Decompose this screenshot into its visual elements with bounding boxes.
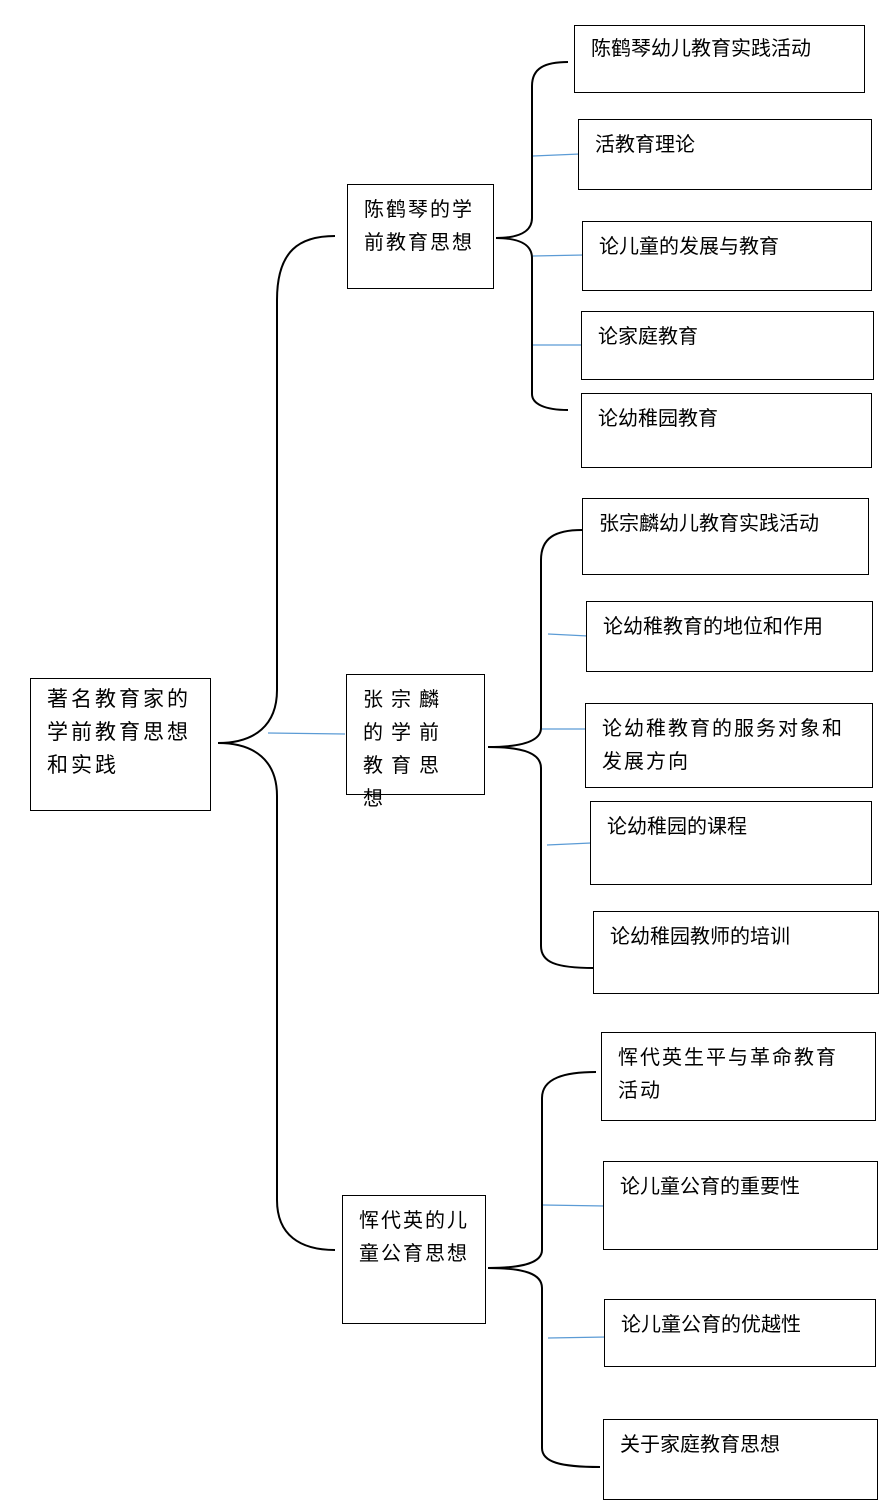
- branch-node-chen-heqin: 陈鹤琴的学前教育思想: [347, 184, 494, 289]
- leaf-node: 恽代英生平与革命教育活动: [601, 1032, 876, 1121]
- leaf-node: 论儿童公育的重要性: [603, 1161, 878, 1250]
- leaf-node: 活教育理论: [578, 119, 872, 190]
- branch-1-connector-2: [532, 153, 581, 157]
- leaf-node: 论幼稚园的课程: [590, 801, 872, 885]
- branch-2-connector-4: [546, 842, 592, 846]
- branch-2-connector-2: [547, 633, 589, 637]
- leaf-node: 论幼稚园教育: [581, 393, 872, 468]
- root-brace: [217, 235, 336, 1251]
- branch-3-brace: [487, 1071, 601, 1468]
- leaf-node: 论幼稚教育的地位和作用: [586, 601, 873, 672]
- branch-1-brace: [495, 61, 569, 411]
- branch-3-connector-2: [542, 1204, 606, 1207]
- leaf-node: 论儿童公育的优越性: [604, 1299, 876, 1367]
- root-connector: [267, 732, 346, 735]
- leaf-node: 论幼稚园教师的培训: [593, 911, 879, 994]
- leaf-node: 陈鹤琴幼儿教育实践活动: [574, 25, 865, 93]
- branch-3-connector-3: [547, 1336, 608, 1339]
- branch-2-brace: [487, 529, 595, 969]
- leaf-node: 论儿童的发展与教育: [582, 221, 872, 291]
- branch-1-connector-3: [532, 254, 585, 257]
- root-node: 著名教育家的学前教育思想和实践: [30, 678, 211, 811]
- leaf-node: 论家庭教育: [581, 311, 874, 380]
- branch-node-yun-daiying: 恽代英的儿童公育思想: [342, 1195, 486, 1324]
- leaf-node: 关于家庭教育思想: [603, 1419, 878, 1500]
- leaf-node: 论幼稚教育的服务对象和发展方向: [585, 703, 873, 788]
- branch-node-zhang-zonglin: 张宗麟的学前教育思想: [346, 674, 485, 810]
- leaf-node: 张宗麟幼儿教育实践活动: [582, 498, 869, 575]
